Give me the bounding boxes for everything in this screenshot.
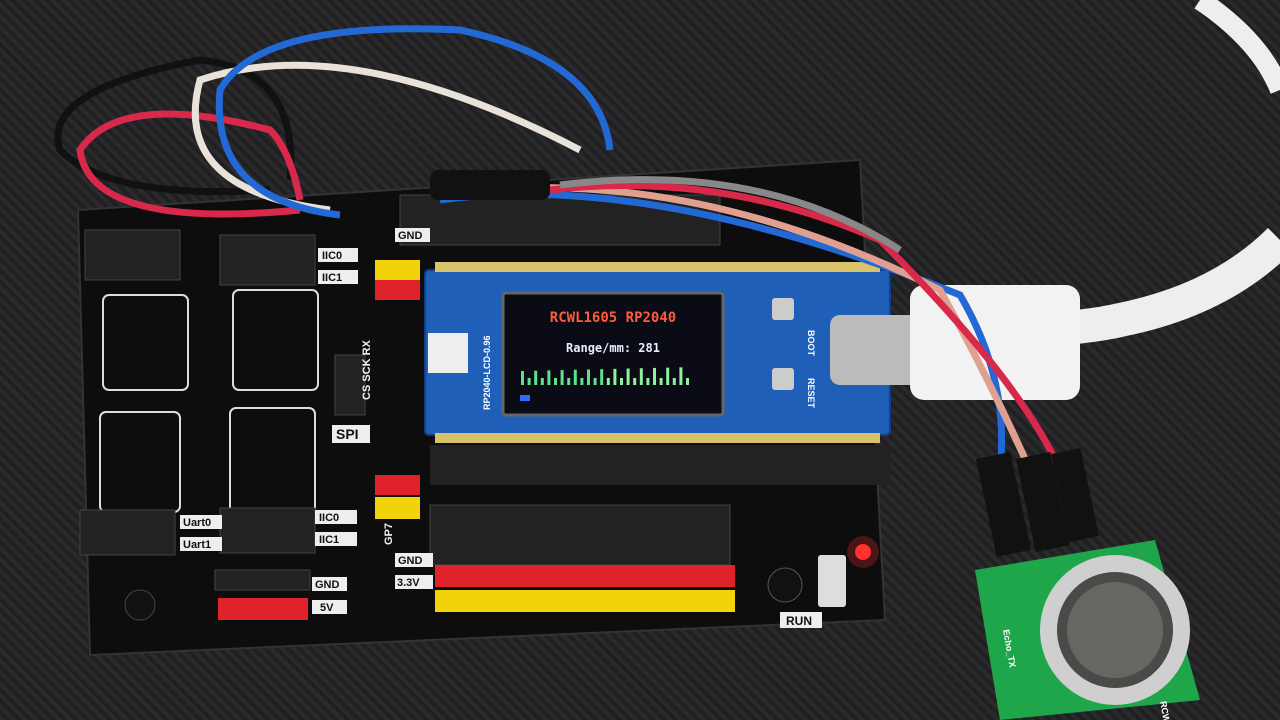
label-uart0: Uart0 <box>183 517 211 529</box>
label-iic1-top: IIC1 <box>322 272 342 284</box>
label-3v3: 3.3V <box>397 577 420 589</box>
lcd-bar <box>626 368 630 385</box>
lcd-bar <box>587 369 590 385</box>
module-headers <box>430 445 890 485</box>
lcd-bar <box>540 378 544 385</box>
label-gnd-bottom: GND <box>398 555 423 567</box>
lcd-bar <box>620 378 623 385</box>
lcd-bar <box>580 378 584 385</box>
boot-label: BOOT <box>806 330 816 357</box>
label-spi: SPI <box>336 426 359 442</box>
lcd-bar <box>560 370 564 385</box>
label-gp7: GP7 <box>383 523 395 545</box>
lcd-bar <box>573 369 577 385</box>
label-gnd-top: GND <box>398 230 423 242</box>
lcd-bar <box>606 378 610 385</box>
module-castellations <box>435 262 880 443</box>
run-button[interactable] <box>818 555 846 607</box>
board-labels: GND IIC0 IIC1 SPI CS SCK RX Uart0 Uart1 … <box>180 228 822 628</box>
lcd-bar <box>593 378 597 385</box>
power-led <box>855 544 871 560</box>
label-iic1-bottom: IIC1 <box>319 534 339 546</box>
lcd-bar <box>633 378 637 385</box>
lcd-bar <box>554 378 557 385</box>
pin-headers <box>79 194 731 591</box>
sensor-brand: RCWL <box>1158 700 1173 720</box>
lcd-indicator <box>520 395 530 401</box>
lcd-bar <box>686 378 689 385</box>
module-label: RP2040-LCD-0.96 <box>482 335 492 410</box>
reset-button[interactable] <box>772 368 794 390</box>
lcd-bar <box>534 370 538 385</box>
mounting-hole <box>124 589 156 621</box>
lcd-bar <box>672 378 676 385</box>
label-gnd-left: GND <box>315 579 340 591</box>
buzzer <box>767 567 803 603</box>
dupont-connectors <box>975 447 1100 557</box>
lcd-bar <box>567 378 571 385</box>
label-spi-pins: CS SCK RX <box>361 339 373 400</box>
lcd-bar <box>547 370 551 385</box>
lcd-bar <box>659 378 663 385</box>
boot-button[interactable] <box>772 298 794 320</box>
sensor-mesh-highlight <box>1067 582 1163 678</box>
label-iic0-bottom: IIC0 <box>319 512 339 524</box>
yellow-header-row <box>375 260 735 612</box>
battery-connector <box>428 333 468 373</box>
label-uart1: Uart1 <box>183 539 211 551</box>
lcd-bar <box>600 369 604 385</box>
lcd-bar <box>639 368 643 385</box>
label-run: RUN <box>786 614 812 628</box>
usb-cable-end <box>1194 0 1280 94</box>
lcd-bar <box>646 378 650 385</box>
reset-label: RESET <box>806 378 816 409</box>
lcd-bar <box>653 367 656 385</box>
lcd-bar <box>666 367 670 385</box>
lcd-bar <box>521 371 524 385</box>
lcd-bar-graph <box>521 367 689 385</box>
lcd-title: RCWL1605 RP2040 <box>550 310 676 326</box>
power-led-glow <box>847 536 879 568</box>
jumper-wires <box>54 25 1064 472</box>
label-5v: 5V <box>320 602 334 614</box>
label-iic0-top: IIC0 <box>322 250 342 262</box>
lcd-bar <box>613 368 617 385</box>
red-header-row <box>218 280 735 620</box>
usb-c-port <box>830 315 920 385</box>
lcd-bar <box>527 378 531 385</box>
lcd-range-readout: Range/mm: 281 <box>566 341 660 355</box>
lcd-bar <box>679 367 683 385</box>
wire-bundle-spiral <box>430 170 550 200</box>
